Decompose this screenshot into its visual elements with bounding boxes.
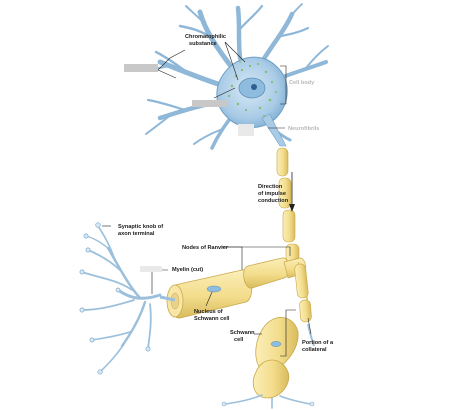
blank-label-axon	[140, 266, 162, 272]
axon-hillock	[261, 113, 287, 147]
lower-schwann-cells	[252, 317, 299, 399]
collateral-branch	[294, 261, 315, 347]
label-schwann-cell: Schwann cell	[230, 330, 256, 343]
nucleolus	[251, 84, 257, 90]
synaptic-knobs	[79, 222, 151, 375]
label-neurofibrils: Neurofibrils	[288, 126, 319, 132]
label-direction: Direction of impulse conduction	[258, 184, 289, 204]
label-nucleus-schwann: Nucleus of Schwann cell	[194, 309, 230, 322]
myelin-sheath-upper	[276, 147, 300, 263]
axon-terminals	[81, 225, 162, 373]
lower-terminals	[221, 394, 315, 409]
label-synaptic-knob: Synaptic knob of axon terminal	[118, 224, 165, 237]
direction-arrow	[289, 172, 295, 212]
label-chromatophilic: Chromatophilic substance	[185, 34, 228, 47]
label-nodes-of-ranvier: Nodes of Ranvier	[182, 245, 229, 251]
blank-label-dendrites	[124, 64, 158, 72]
label-cell-body: Cell body	[289, 80, 315, 86]
schwann-nucleus	[206, 285, 222, 293]
blank-label-nucleus	[192, 100, 228, 107]
label-myelin-cut: Myelin (cut)	[172, 267, 203, 273]
label-portion-collateral: Portion of a collateral	[302, 340, 335, 353]
blank-label-axon-hillock	[238, 124, 254, 136]
